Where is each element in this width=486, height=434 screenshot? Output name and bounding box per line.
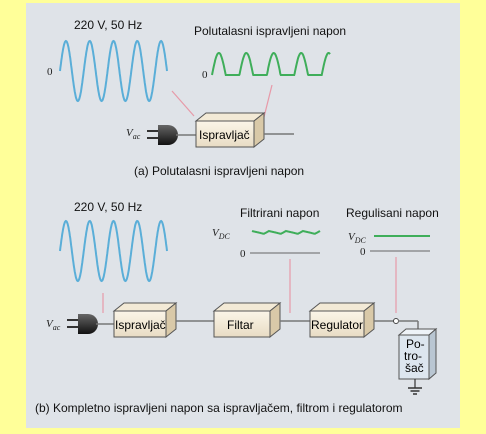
b-rectifier-block: Ispravljač bbox=[112, 301, 178, 339]
a-sine-wave bbox=[59, 39, 168, 103]
a-rectifier-block: Ispravljač bbox=[194, 111, 266, 149]
b-load-line1: Po- bbox=[406, 337, 425, 351]
a-zero-in: 0 bbox=[47, 66, 53, 78]
b-regulator-output-label: Regulisani napon bbox=[346, 206, 439, 220]
b-output-terminal bbox=[393, 318, 399, 324]
a-zero-out: 0 bbox=[202, 69, 208, 81]
a-plug-icon bbox=[147, 125, 178, 145]
b-rectifier-label: Ispravljač bbox=[115, 318, 166, 332]
b-vdc-label-2: VDC bbox=[348, 231, 367, 245]
b-vdc-label-1: VDC bbox=[212, 227, 231, 241]
b-caption: (b) Kompletno ispravljeni napon sa ispra… bbox=[35, 401, 403, 415]
b-regulator-label: Regulator bbox=[311, 318, 363, 332]
b-load-line2: tro- bbox=[404, 349, 422, 363]
a-input-label: 220 V, 50 Hz bbox=[74, 18, 142, 32]
b-plug-icon bbox=[67, 314, 98, 334]
b-zero-1: 0 bbox=[240, 248, 246, 260]
b-filter-block: Filtar bbox=[212, 301, 282, 339]
b-filtered-ripple bbox=[251, 229, 321, 235]
b-zero-2: 0 bbox=[360, 246, 366, 258]
ground-icon bbox=[408, 379, 422, 395]
diagram-panel: 220 V, 50 Hz Polutalasni ispravljeni nap… bbox=[26, 3, 460, 428]
b-filter-label: Filtar bbox=[227, 318, 254, 332]
b-vac-label: Vac bbox=[46, 318, 61, 332]
b-load-block: Po- tro- šač bbox=[397, 327, 438, 381]
a-callout-input bbox=[171, 90, 195, 117]
a-vac-label: Vac bbox=[126, 127, 141, 141]
b-filter-output-label: Filtrirani napon bbox=[240, 206, 319, 220]
a-caption: (a) Polutalasni ispravljeni napon bbox=[134, 164, 304, 178]
a-output-label: Polutalasni ispravljeni napon bbox=[194, 24, 346, 38]
b-regulator-block: Regulator bbox=[308, 301, 376, 339]
b-sine-wave bbox=[59, 219, 168, 283]
a-rectifier-label: Ispravljač bbox=[199, 128, 250, 142]
a-halfwave-rectified bbox=[211, 51, 331, 76]
b-input-label: 220 V, 50 Hz bbox=[74, 200, 142, 214]
diagram-svg: 220 V, 50 Hz Polutalasni ispravljeni nap… bbox=[35, 18, 439, 415]
b-load-line3: šač bbox=[405, 361, 424, 375]
